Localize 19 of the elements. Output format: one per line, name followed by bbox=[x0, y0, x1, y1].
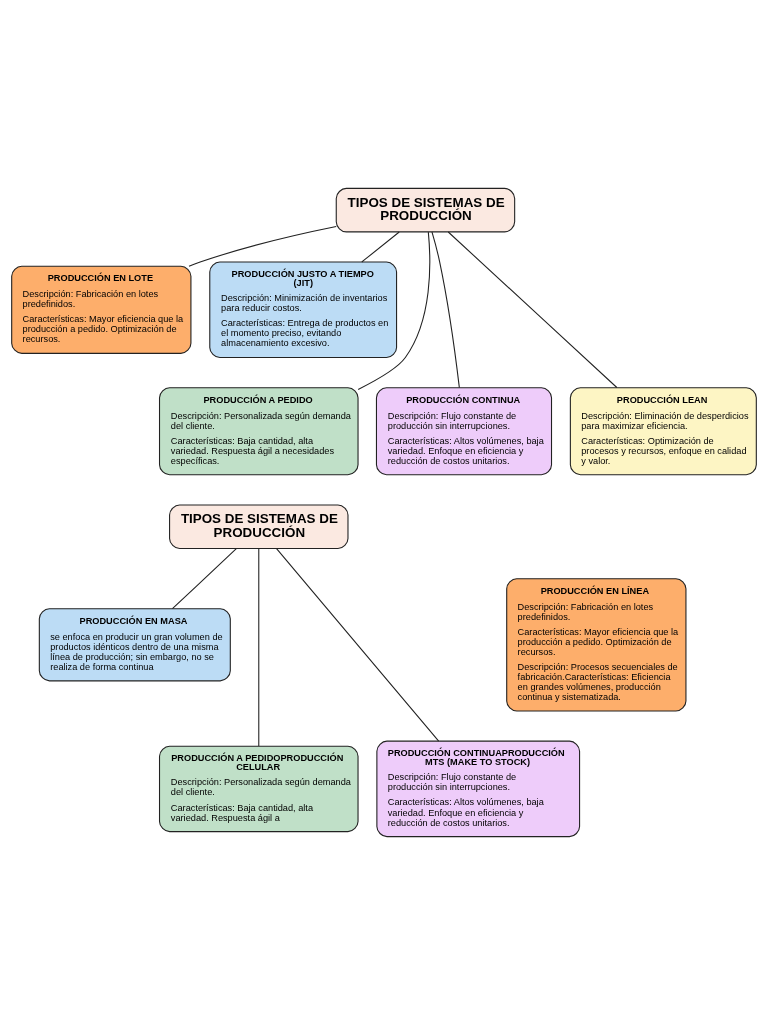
node-box: TIPOS DE SISTEMAS DE PRODUCCIÓN bbox=[169, 503, 349, 549]
node-box: PRODUCCIÓN CONTINUA Descripción: Flujo constante de producción sin interrupciones. Características: Altos volúmenes, baja variedad. Enfoque en eficiencia y reducción de costos unitarios. bbox=[375, 386, 553, 475]
node-box: PRODUCCIÓN EN MASA se enfoca en producir un gran volumen de productos idénticos dentro de una misma línea de producción; sin embargo, no se realiza de forma continua bbox=[38, 607, 231, 681]
connector bbox=[431, 230, 460, 388]
node-box: PRODUCCIÓN A PEDIDOPRODUCCIÓN CELULAR Descripción: Personalizada según demanda del cliente. Características: Baja cantidad, alta variedad. Respuesta ágil a bbox=[158, 745, 359, 832]
connector bbox=[188, 225, 337, 267]
node-box: PRODUCCIÓN CONTINUAPRODUCCIÓN MTS (MAKE TO STOCK) Descripción: Flujo constante de producción sin interrupciones. Características: Altos volúmenes, baja variedad. Enfoque en eficiencia y reducción de costos unitarios. bbox=[376, 740, 581, 837]
node-box: PRODUCCIÓN EN LOTE Descripción: Fabricación en lotes predefinidos. Características: Mayor eficiencia que la producción a pedido. Optimización de recursos. bbox=[11, 265, 192, 354]
node-box: PRODUCCIÓN EN LÍNEA Descripción: Fabricación en lotes predefinidos. Características: Mayor eficiencia que la producción a pedido. Optimización de recursos. Descripción: Procesos secuenciales de fabricación.Características: Eficiencia en grandes volúmenes, producción continua y sistematizada. bbox=[506, 577, 687, 712]
connector bbox=[276, 547, 440, 742]
connector bbox=[258, 547, 260, 747]
connector bbox=[361, 230, 400, 263]
connector bbox=[171, 547, 237, 609]
connector bbox=[357, 231, 431, 390]
node-box: PRODUCCIÓN LEAN Descripción: Eliminación de desperdicios para maximizar eficiencia. Características: Optimización de procesos y recursos, enfoque en calidad y valor. bbox=[569, 386, 757, 475]
node-box: PRODUCCIÓN A PEDIDO Descripción: Personalizada según demanda del cliente. Características: Baja cantidad, alta variedad. Respuesta ágil a necesidades específicas. bbox=[158, 386, 359, 475]
node-box: TIPOS DE SISTEMAS DE PRODUCCIÓN bbox=[335, 187, 516, 232]
connector bbox=[447, 230, 618, 388]
node-box: PRODUCCIÓN JUSTO A TIEMPO (JIT) Descripción: Minimización de inventarios para reducir costos. Características: Entrega de productos en el momento preciso, evitando almacenamiento excesivo. bbox=[209, 261, 398, 358]
